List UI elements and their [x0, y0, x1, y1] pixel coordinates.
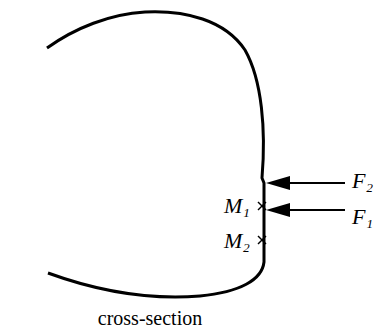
- point-label: M₁: [224, 195, 250, 217]
- force-label: F₁: [352, 206, 373, 228]
- caption: cross-section: [98, 308, 202, 328]
- point-label: M₂: [224, 230, 250, 252]
- arrowhead: [266, 203, 290, 217]
- section-outline: [47, 12, 264, 297]
- point-marks: [258, 202, 266, 244]
- arrowhead: [266, 176, 290, 190]
- force-label: F₂: [352, 170, 373, 192]
- force-arrows: [285, 183, 345, 210]
